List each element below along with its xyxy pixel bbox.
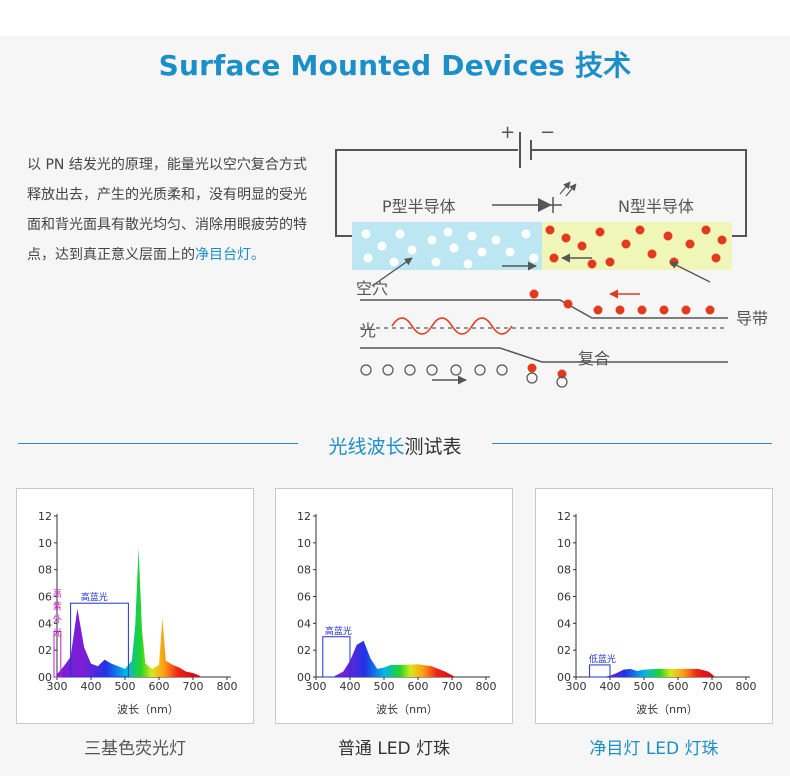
x-tick-label: 500: [115, 680, 136, 693]
spectrum-area: [603, 668, 716, 677]
y-tick-label: 00: [297, 671, 311, 684]
led-diode-icon: [492, 181, 577, 213]
uv-annotation-char: 高: [53, 588, 62, 600]
chart-card-eye-care-led: 00 02 04 06 08 10 12 300 400 500 600 700 800 波长（nm） 低蓝…: [535, 488, 773, 724]
spectrum-chart-fluorescent: 00 02 04 06 08 10 12 300 400 500 600 700 800 波长（nm） 高紫…: [38, 510, 238, 716]
holes: [361, 227, 539, 269]
light-wave-icon: [391, 317, 513, 335]
band-holes: [360, 364, 568, 388]
y-tick-label: 12: [38, 510, 52, 523]
blue-annotation-box: [70, 602, 129, 678]
y-tick-label: 12: [297, 510, 311, 523]
y-tick-label: 10: [38, 537, 52, 550]
x-tick-label: 700: [442, 680, 463, 693]
x-axis-label: 波长（nm）: [117, 703, 179, 716]
x-axis-label: 波长（nm）: [636, 703, 698, 716]
x-tick-label: 500: [634, 680, 655, 693]
y-tick-label: 08: [557, 564, 571, 577]
uv-annotation-box: [53, 630, 62, 678]
blue-annotation-box: [589, 664, 611, 678]
description-highlight: 净目台灯。: [195, 247, 265, 263]
blue-annotation-label: 低蓝光: [589, 653, 616, 665]
page-title: Surface Mounted Devices 技术: [158, 49, 632, 82]
y-tick-label: 02: [557, 644, 571, 657]
y-tick-label: 02: [38, 644, 52, 657]
y-tick-label: 00: [38, 671, 52, 684]
y-tick-label: 08: [38, 564, 52, 577]
x-tick-label: 400: [600, 680, 621, 693]
y-tick-label: 08: [297, 564, 311, 577]
x-tick-label: 500: [374, 680, 395, 693]
x-axis-label: 波长（nm）: [376, 703, 438, 716]
x-tick-label: 700: [183, 680, 204, 693]
description-text: 以 PN 结发光的原理，能量光以空穴复合方式释放出去，产生的光质柔和，没有明显的…: [27, 157, 307, 263]
caption-eye-care-led: 净目灯 LED 灯珠: [589, 739, 719, 759]
x-tick-label: 800: [736, 680, 757, 693]
band-electrons: [527, 289, 715, 379]
y-tick-label: 06: [297, 591, 311, 604]
y-tick-label: 04: [38, 617, 52, 630]
battery-minus: −: [540, 122, 555, 143]
x-tick-label: 600: [408, 680, 429, 693]
caption-common-led: 普通 LED 灯珠: [337, 739, 451, 759]
x-tick-label: 300: [306, 680, 327, 693]
description: 以 PN 结发光的原理，能量光以空穴复合方式释放出去，产生的光质柔和，没有明显的…: [27, 150, 319, 270]
y-tick-label: 12: [557, 510, 571, 523]
spectrum-area: [57, 548, 200, 677]
n-type-label: N型半导体: [618, 197, 694, 216]
circuit-wire: [335, 149, 747, 237]
blue-annotation-label: 高蓝光: [325, 625, 352, 637]
uv-annotation-char: 外: [53, 614, 62, 626]
y-tick-label: 04: [297, 617, 311, 630]
y-tick-label: 00: [557, 671, 571, 684]
y-tick-label: 10: [557, 537, 571, 550]
spectrum-chart-common-led: 00 02 04 06 08 10 12 300 400 500 600 700 800 波长（nm） 高蓝…: [297, 510, 497, 716]
section-header: 光线波长测试表: [0, 426, 790, 460]
battery-icon: [519, 132, 532, 168]
x-tick-label: 700: [702, 680, 723, 693]
p-type-label: P型半导体: [382, 197, 456, 216]
electrons: [545, 225, 727, 269]
x-tick-label: 600: [668, 680, 689, 693]
x-tick-label: 600: [149, 680, 170, 693]
battery-plus: +: [500, 122, 515, 143]
x-tick-label: 300: [47, 680, 68, 693]
x-tick-label: 800: [476, 680, 497, 693]
section-divider-right: [492, 443, 772, 444]
y-tick-label: 10: [297, 537, 311, 550]
uv-annotation-char: 光: [53, 627, 62, 639]
y-tick-label: 04: [557, 617, 571, 630]
uv-annotation-char: 紫: [53, 602, 62, 613]
x-tick-label: 800: [217, 680, 238, 693]
chart-card-fluorescent: 00 02 04 06 08 10 12 300 400 500 600 700 800 波长（nm） 高紫…: [16, 488, 254, 724]
y-tick-label: 06: [38, 591, 52, 604]
spectrum-area: [333, 640, 456, 677]
chart-card-common-led: 00 02 04 06 08 10 12 300 400 500 600 700 800 波长（nm） 高蓝…: [275, 488, 513, 724]
section-title-suffix: 测试表: [404, 436, 462, 458]
hole-pointer: [371, 257, 413, 287]
blue-annotation-box: [322, 636, 351, 678]
caption-fluorescent: 三基色荧光灯: [84, 739, 186, 759]
pn-junction-diagram: + − P型半导体 N型半导体 空穴: [335, 122, 768, 388]
light-label: 光: [360, 321, 376, 340]
x-tick-label: 400: [340, 680, 361, 693]
x-tick-label: 300: [566, 680, 587, 693]
section-title: 光线波长测试表: [0, 432, 790, 459]
electron-pointer: [669, 261, 711, 283]
recombination-label: 复合: [578, 349, 610, 368]
blue-annotation-label: 高蓝光: [81, 591, 108, 603]
y-tick-label: 02: [297, 644, 311, 657]
spectrum-chart-eye-care-led: 00 02 04 06 08 10 12 300 400 500 600 700 800 波长（nm） 低蓝…: [557, 510, 757, 716]
conduction-band: [360, 299, 728, 363]
section-divider-left: [18, 443, 298, 444]
conduction-label: 导带: [736, 309, 768, 328]
y-tick-label: 06: [557, 591, 571, 604]
x-tick-label: 400: [81, 680, 102, 693]
hole-label: 空穴: [356, 279, 388, 298]
section-title-main: 光线波长: [328, 436, 405, 458]
